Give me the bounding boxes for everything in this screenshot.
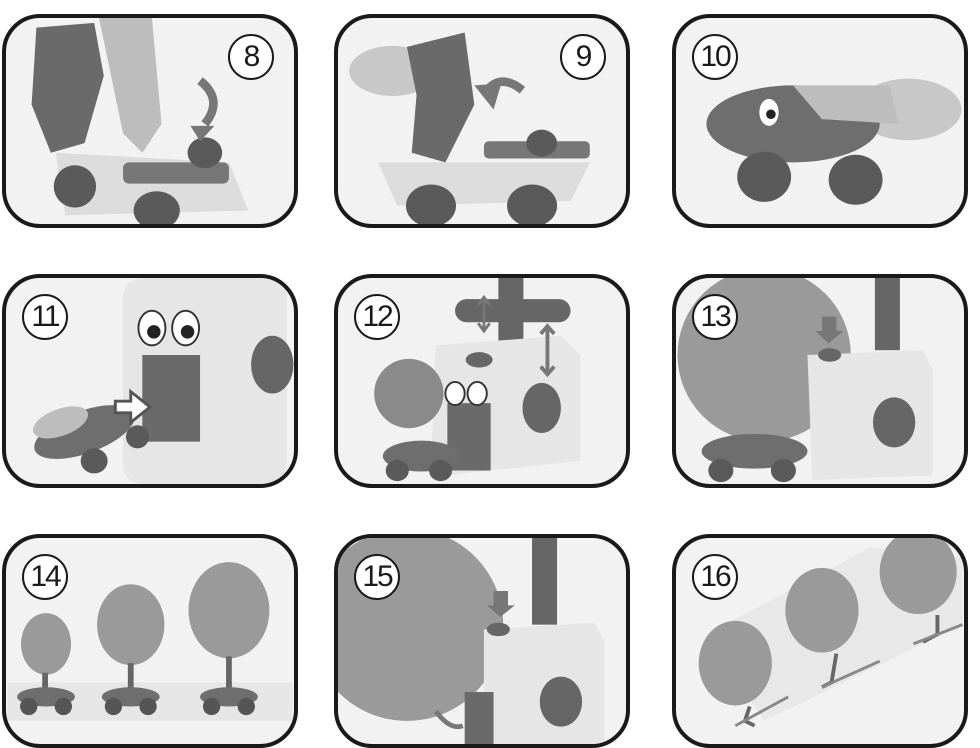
step-number-badge: 14 bbox=[22, 554, 68, 600]
step-number-badge: 11 bbox=[22, 294, 68, 340]
step-panel-12: 12 bbox=[334, 274, 630, 488]
step-number-badge: 9 bbox=[560, 34, 606, 80]
step-panel-16: 16 bbox=[672, 534, 968, 748]
step-panel-15: 15 bbox=[334, 534, 630, 748]
step-panel-8: 8 bbox=[2, 14, 298, 228]
step-number-badge: 16 bbox=[692, 554, 738, 600]
step-number-badge: 15 bbox=[354, 554, 400, 600]
step-panel-13: 13 bbox=[672, 274, 968, 488]
step-panel-9: 9 bbox=[334, 14, 630, 228]
step-number-badge: 13 bbox=[692, 294, 738, 340]
step-number-badge: 10 bbox=[692, 34, 738, 80]
step-panel-14: 14 bbox=[2, 534, 298, 748]
step-number-badge: 12 bbox=[354, 294, 400, 340]
step-panel-11: 11 bbox=[2, 274, 298, 488]
step-panel-10: 10 bbox=[672, 14, 968, 228]
step-number-badge: 8 bbox=[228, 34, 274, 80]
